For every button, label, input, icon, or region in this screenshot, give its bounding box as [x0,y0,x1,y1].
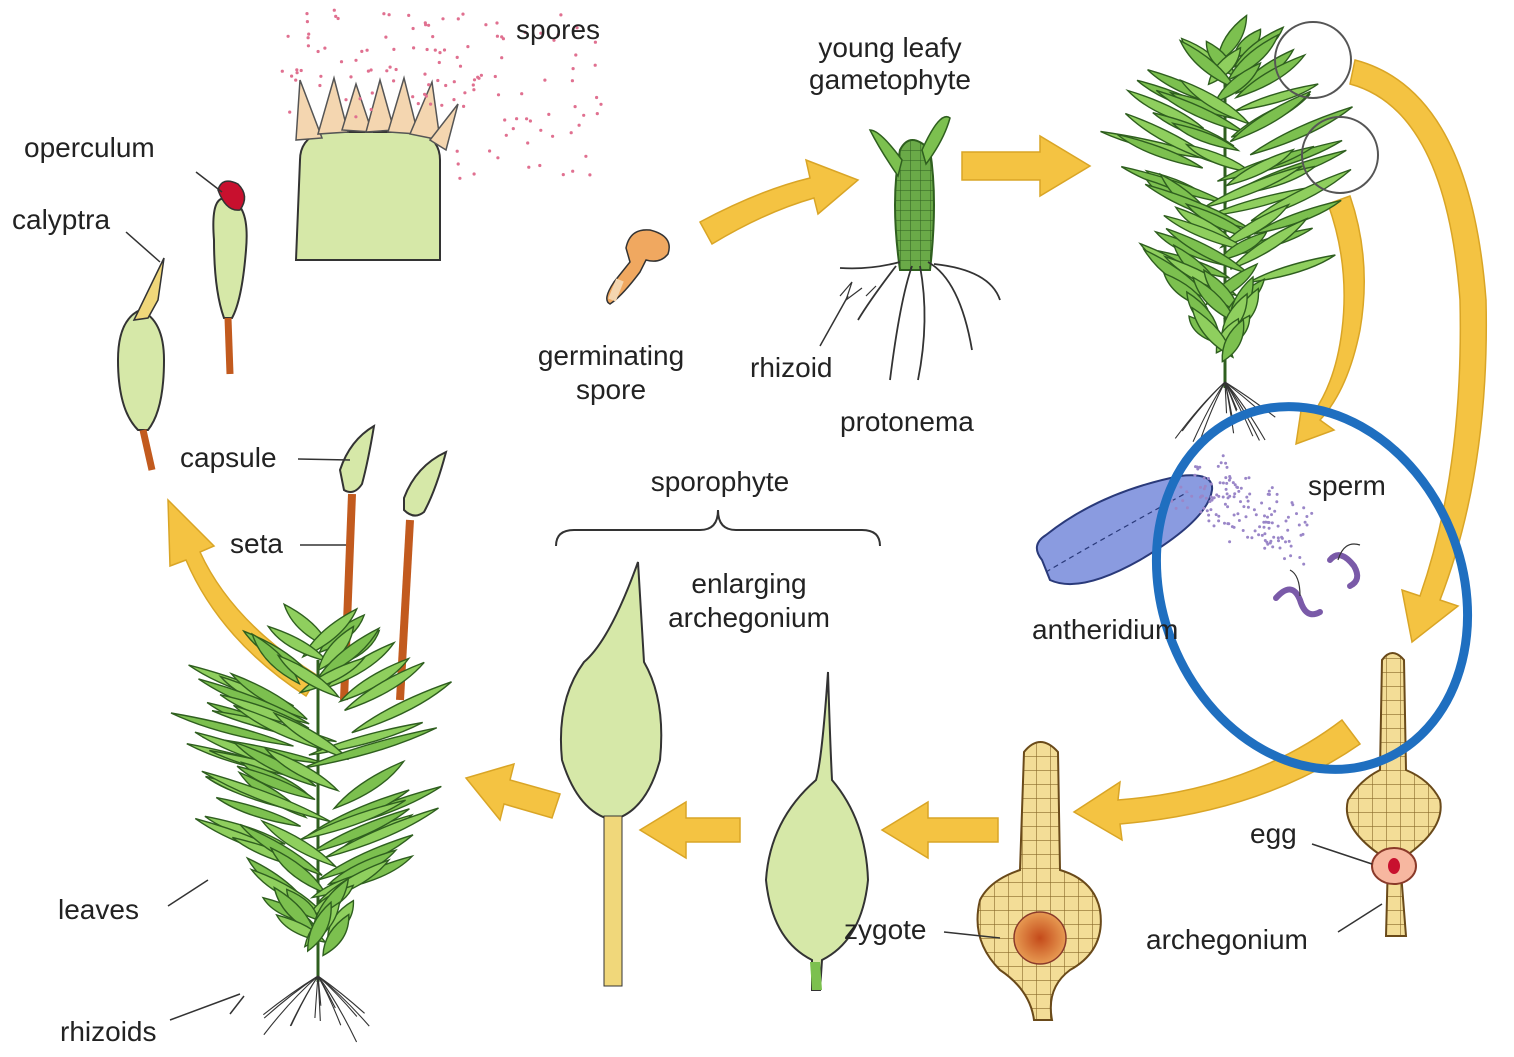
open-capsule-illustration [281,9,603,260]
label-enlarging: enlarging [644,568,854,600]
mature-sporophyte-plant [340,426,446,700]
arrow-enlarging-to-sporophyte [640,802,740,858]
label-germinating: germinating [506,340,716,372]
label-sporophyte: sporophyte [610,466,830,498]
label-sperm: sperm [1308,470,1386,502]
label-young-leafy: young leafy [780,32,1000,64]
germinating-spore-illustration [607,230,669,304]
mature-gametophyte-illustration [1101,16,1353,442]
arrow-sporophyte-to-mature [466,764,560,820]
zygote-archegonium-illustration [978,742,1101,1020]
label-seta: seta [230,528,283,560]
sperm-cells [1276,555,1357,614]
arrow-zygote-to-enlarging [882,802,998,858]
label-spores: spores [516,14,600,46]
archegonium-illustration [1347,653,1441,936]
capsule-shape [340,426,374,492]
label-protonema: protonema [840,406,974,438]
arrow-spore-to-gametophyte [700,160,858,244]
label-archegonium-enlarging: archegonium [644,602,854,634]
label-calyptra: calyptra [12,204,110,236]
label-leaves: leaves [58,894,139,926]
arrow-gametophyte-to-plant [962,136,1090,196]
sporophyte-bracket [556,510,880,546]
label-egg: egg [1250,818,1297,850]
arrow-top-to-archegonium [1350,60,1486,642]
label-rhizoid: rhizoid [750,352,832,384]
capsule-with-calyptra [118,258,164,470]
label-rhizoids: rhizoids [60,1016,156,1048]
label-archegonium: archegonium [1146,924,1308,956]
label-capsule: capsule [180,442,277,474]
mature-plant-leaves-illustration [171,604,452,1042]
arrow-fertilization-to-zygote [1074,720,1360,840]
label-antheridium: antheridium [1032,614,1178,646]
label-operculum: operculum [24,132,155,164]
label-spore: spore [506,374,716,406]
label-gametophyte: gametophyte [780,64,1000,96]
label-zygote: zygote [844,914,927,946]
capsule-with-operculum [213,181,246,374]
zygote-cell [1014,912,1066,964]
